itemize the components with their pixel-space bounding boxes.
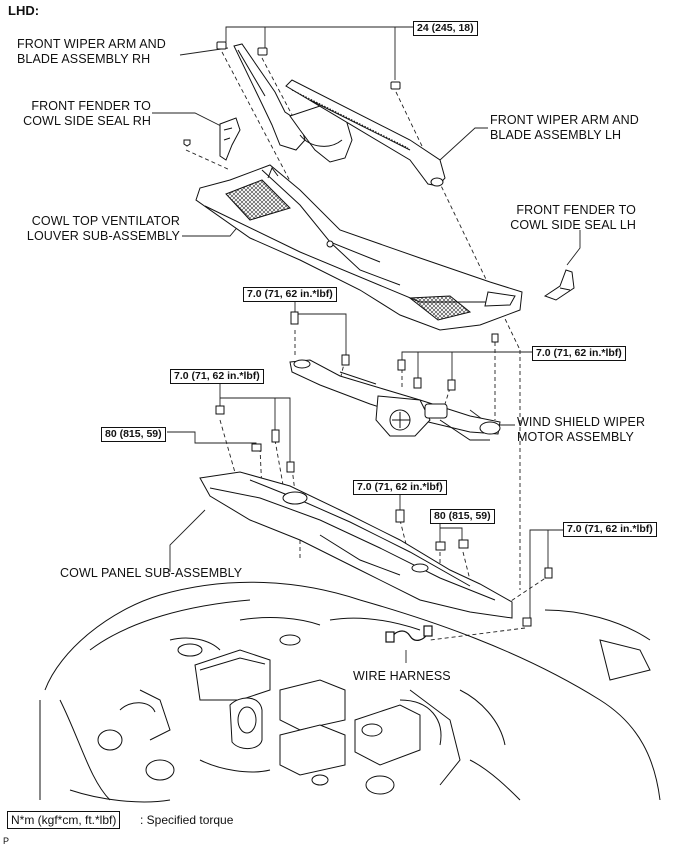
- torque-wiper-nut: 24 (245, 18): [413, 21, 478, 36]
- label-line: FRONT WIPER ARM AND: [17, 37, 166, 51]
- label-front-wiper-arm-lh: FRONT WIPER ARM AND BLADE ASSEMBLY LH: [490, 113, 639, 143]
- legend-unit-box: N*m (kgf*cm, ft.*lbf): [7, 811, 121, 829]
- label-front-wiper-arm-rh: FRONT WIPER ARM AND BLADE ASSEMBLY RH: [17, 37, 166, 67]
- wiper-blade-lh: [285, 79, 446, 187]
- page-title: LHD:: [8, 3, 40, 18]
- label-line: COWL TOP VENTILATOR: [31, 214, 180, 228]
- wiper-motor: [289, 359, 501, 441]
- label-line: LOUVER SUB-ASSEMBLY: [26, 229, 180, 243]
- label-line: BLADE ASSEMBLY RH: [17, 52, 151, 66]
- label-cowl-panel: COWL PANEL SUB-ASSEMBLY: [60, 566, 243, 580]
- label-fender-seal-rh: FRONT FENDER TO COWL SIDE SEAL RH: [14, 99, 151, 129]
- torque-panel-mid: 7.0 (71, 62 in.*lbf): [353, 480, 447, 495]
- wiper-arm-rh: [233, 43, 353, 163]
- seal-rh: [219, 117, 241, 161]
- bolts: [215, 311, 553, 627]
- label-cowl-louver: COWL TOP VENTILATOR LOUVER SUB-ASSEMBLY: [8, 214, 180, 244]
- label-wire-harness: WIRE HARNESS: [353, 669, 451, 683]
- wire-harness: [385, 625, 433, 643]
- label-line: COWL SIDE SEAL LH: [510, 218, 636, 232]
- label-line: FRONT WIPER ARM AND: [490, 113, 639, 127]
- page-mark: P: [3, 836, 10, 846]
- seal-lh: [543, 269, 575, 301]
- torque-motor-left: 7.0 (71, 62 in.*lbf): [243, 287, 337, 302]
- label-wiper-motor: WIND SHIELD WIPER MOTOR ASSEMBLY: [517, 415, 645, 445]
- cowl-louver: [195, 164, 523, 331]
- label-line: FRONT FENDER TO: [516, 203, 636, 217]
- legend-text: : Specified torque: [140, 813, 234, 827]
- label-line: COWL SIDE SEAL RH: [23, 114, 151, 128]
- label-fender-seal-lh: FRONT FENDER TO COWL SIDE SEAL LH: [506, 203, 636, 233]
- callout-lines: [152, 26, 581, 663]
- engine-bay: [39, 581, 661, 803]
- torque-panel-right: 7.0 (71, 62 in.*lbf): [563, 522, 657, 537]
- label-line: FRONT FENDER TO: [31, 99, 151, 113]
- torque-motor-right: 7.0 (71, 62 in.*lbf): [532, 346, 626, 361]
- cowl-panel: [199, 471, 513, 619]
- torque-panel-80-mid: 80 (815, 59): [430, 509, 495, 524]
- label-line: BLADE ASSEMBLY LH: [490, 128, 622, 142]
- torque-panel-upper: 7.0 (71, 62 in.*lbf): [170, 369, 264, 384]
- label-line: MOTOR ASSEMBLY: [517, 430, 634, 444]
- torque-panel-80-left: 80 (815, 59): [101, 427, 166, 442]
- wiper-nuts: [183, 41, 401, 147]
- label-line: WIND SHIELD WIPER: [517, 415, 646, 429]
